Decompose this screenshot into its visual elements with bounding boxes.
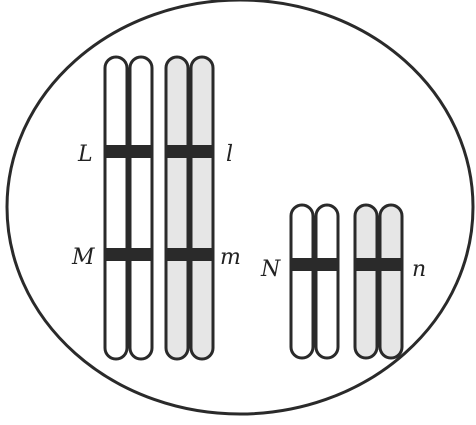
large-chromosome-gray bbox=[166, 57, 213, 359]
chromatid-right bbox=[130, 57, 152, 359]
large-chromosome-white bbox=[105, 57, 152, 359]
label-l: l bbox=[226, 142, 233, 167]
gene-band-L bbox=[105, 145, 152, 158]
label-M: M bbox=[71, 245, 95, 270]
chromatid-left bbox=[166, 57, 188, 359]
small-chromosome-gray bbox=[355, 205, 402, 358]
cell-membrane bbox=[7, 0, 473, 414]
gene-band-l bbox=[166, 145, 213, 158]
small-chromosome-white bbox=[291, 205, 338, 358]
chromatid-left bbox=[355, 205, 377, 358]
chromatid-left bbox=[291, 205, 313, 358]
label-m: m bbox=[220, 245, 241, 270]
chromatid-right bbox=[191, 57, 213, 359]
label-N: N bbox=[260, 257, 281, 282]
label-L: L bbox=[77, 142, 93, 167]
gene-band-m bbox=[166, 248, 213, 261]
gene-band-M bbox=[105, 248, 152, 261]
chromatid-left bbox=[105, 57, 127, 359]
gene-band-N bbox=[291, 258, 338, 271]
gene-band-n bbox=[355, 258, 402, 271]
chromatid-right bbox=[380, 205, 402, 358]
chromatid-right bbox=[316, 205, 338, 358]
label-n: n bbox=[412, 257, 426, 282]
